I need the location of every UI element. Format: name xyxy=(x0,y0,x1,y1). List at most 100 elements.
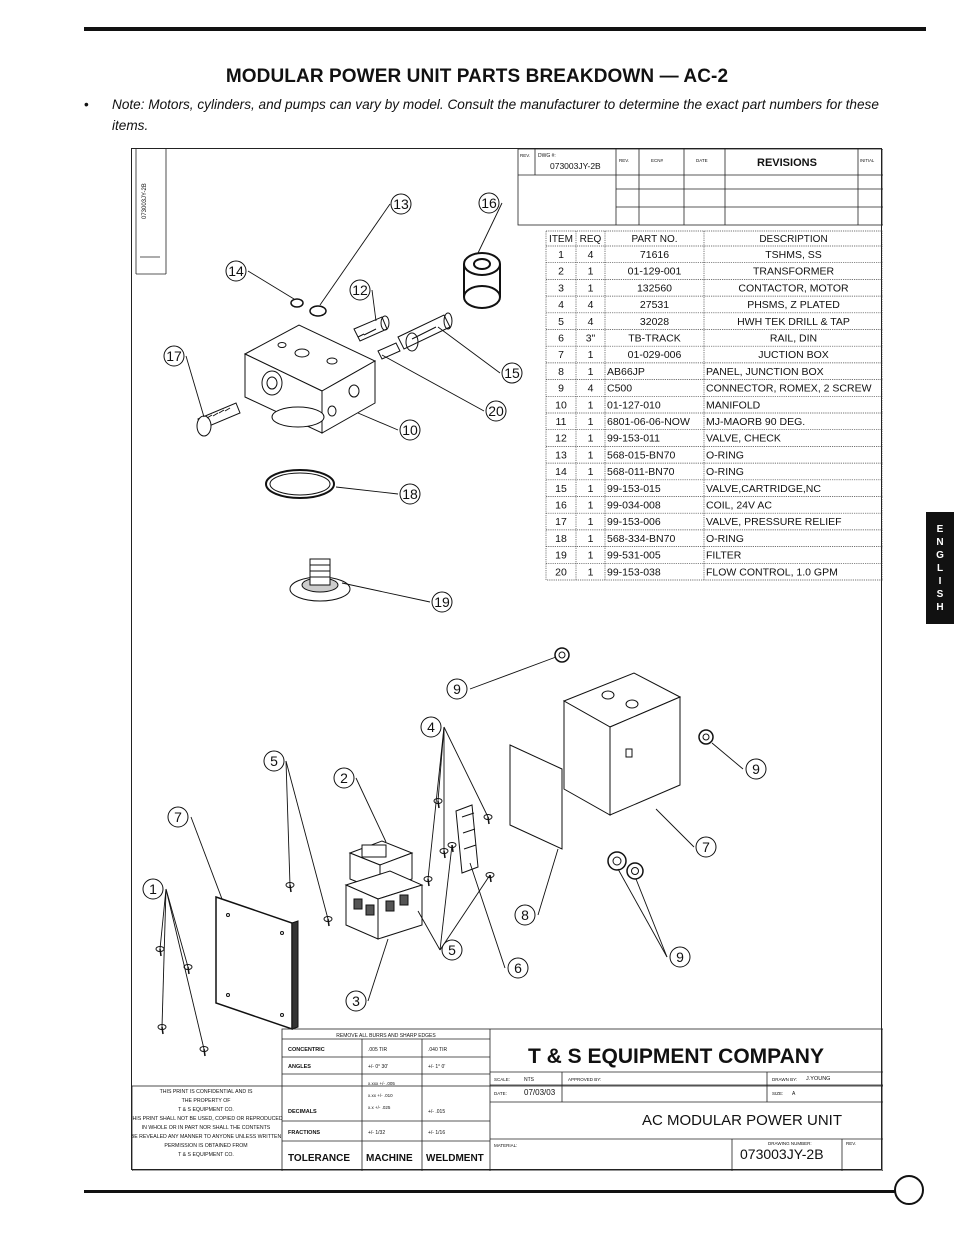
parts-table-cell: 99-153-015 xyxy=(607,483,661,495)
parts-table-cell: 1 xyxy=(588,449,594,461)
confidential-line: T & S EQUIPMENT CO. xyxy=(178,1152,234,1158)
page-title: MODULAR POWER UNIT PARTS BREAKDOWN — AC-… xyxy=(225,66,729,87)
callout-4: 4 xyxy=(420,716,489,880)
callout-number: 20 xyxy=(488,403,504,419)
parts-table-cell: 7 xyxy=(558,349,564,361)
callout-circle xyxy=(745,758,767,780)
callout-2: 2 xyxy=(333,767,387,843)
callout-number: 8 xyxy=(521,907,529,923)
callout-3: 3 xyxy=(345,938,389,1012)
col-revisions: REVISIONS xyxy=(757,157,817,169)
leader-line xyxy=(439,844,453,951)
machine-label: MACHINE xyxy=(366,1153,413,1164)
parts-table-cell: JUCTION BOX xyxy=(758,349,829,361)
leader-line xyxy=(165,888,189,968)
callout-18: 18 xyxy=(335,483,421,505)
drawing-sheet: 073003JY-2B REV. DWG #: 073003JY-2B REV.… xyxy=(131,148,883,1171)
parts-table-cell: 1 xyxy=(588,466,594,478)
parts-table-cell: 4 xyxy=(558,299,564,311)
callout-number: 5 xyxy=(270,753,278,769)
parts-table-cell: MJ-MAORB 90 DEG. xyxy=(706,416,805,428)
callout-circle xyxy=(501,362,523,384)
drawn-label: DRAWN BY: xyxy=(772,1077,797,1082)
decimals-label: DECIMALS xyxy=(288,1109,317,1115)
callout-9: 9 xyxy=(446,656,557,700)
language-tab-letter: H xyxy=(936,601,944,613)
screws xyxy=(155,798,495,1057)
angles-machine: +/- 0° 30' xyxy=(368,1064,388,1070)
callout-circle xyxy=(333,767,355,789)
manifold-assembly-drawing xyxy=(196,252,501,602)
parts-table-header: ITEM xyxy=(549,234,573,245)
parts-table-cell: VALVE, PRESSURE RELIEF xyxy=(706,516,842,528)
parts-table-cell: 1 xyxy=(588,483,594,495)
parts-table-cell: 3 xyxy=(558,282,564,294)
parts-table-cell: 2 xyxy=(558,266,564,278)
parts-table-cell: 9 xyxy=(558,383,564,395)
callout-number: 7 xyxy=(174,809,182,825)
confidential-line: THIS PRINT SHALL NOT BE USED, COPIED OR … xyxy=(132,1116,283,1122)
language-tab-letter: I xyxy=(938,575,942,587)
callout-circle xyxy=(263,750,285,772)
leader-line xyxy=(357,412,399,431)
parts-table-cell: 1 xyxy=(588,516,594,528)
parts-table-cell: VALVE,CARTRIDGE,NC xyxy=(706,483,821,495)
callout-circle xyxy=(399,419,421,441)
callout-9: 9 xyxy=(617,868,691,968)
parts-table-cell: RAIL, DIN xyxy=(770,333,817,345)
parts-table-cell: CONTACTOR, MOTOR xyxy=(738,282,849,294)
parts-table-cell: 99-153-011 xyxy=(607,433,660,445)
parts-table-cell: 4 xyxy=(588,299,594,311)
parts-table-cell: O-RING xyxy=(706,466,744,478)
confidential-line: BE REVEALED ANY MANNER TO ANYONE UNLESS … xyxy=(132,1134,281,1140)
screw-icon xyxy=(485,872,495,883)
callout-number: 4 xyxy=(427,719,435,735)
leader-line xyxy=(367,938,389,1002)
leader-line xyxy=(477,202,503,254)
parts-table-grid xyxy=(545,230,883,581)
bottom-rule xyxy=(84,1190,896,1193)
parts-table-cell: 01-029-006 xyxy=(628,349,682,361)
confidential-line: T & S EQUIPMENT CO. xyxy=(178,1107,234,1113)
callout-circle xyxy=(441,939,463,961)
title-block-text: REMOVE ALL BURRS AND SHARP EDGES CONCENT… xyxy=(132,1033,856,1164)
parts-table-cell: COIL, 24V AC xyxy=(706,500,772,512)
parts-table-cell: 10 xyxy=(555,399,567,411)
callout-circle xyxy=(507,957,529,979)
callout-number: 3 xyxy=(352,993,360,1009)
confidential-line: PERMISSION IS OBTAINED FROM xyxy=(164,1143,247,1149)
concentric-weld: .040 TIR xyxy=(428,1047,447,1053)
dec-weld: +/- .015 xyxy=(428,1109,445,1115)
leader-line xyxy=(417,910,441,951)
parts-table-cell: 6 xyxy=(558,333,564,345)
parts-table-cell: 17 xyxy=(555,516,567,528)
company-name: T & S EQUIPMENT COMPANY xyxy=(528,1045,824,1068)
callout-6: 6 xyxy=(469,862,529,979)
callout-number: 1 xyxy=(149,881,157,897)
callout-5: 5 xyxy=(263,750,329,920)
title-block xyxy=(132,1028,883,1171)
callout-circle xyxy=(167,806,189,828)
dec-xxxx: x.xxx +/- .005 xyxy=(368,1081,395,1086)
callout-number: 16 xyxy=(481,195,497,211)
parts-table-cell: O-RING xyxy=(706,533,744,545)
parts-table-cell: 1 xyxy=(588,533,594,545)
leader-line xyxy=(159,888,167,950)
scale-value: NTS xyxy=(524,1077,535,1083)
leader-line xyxy=(341,582,431,603)
date-value: 07/03/03 xyxy=(524,1088,556,1097)
drawing-number: 073003JY-2B xyxy=(740,1146,824,1162)
parts-table-cell: 01-127-010 xyxy=(607,399,661,411)
parts-table-cell: O-RING xyxy=(706,449,744,461)
leader-line xyxy=(439,874,491,951)
top-rule xyxy=(84,27,926,31)
leader-line xyxy=(335,486,399,495)
language-tab-letter: S xyxy=(936,588,944,600)
callout-circle xyxy=(390,193,412,215)
callout-16: 16 xyxy=(477,192,503,254)
leader-line xyxy=(285,760,329,920)
callout-circle xyxy=(695,836,717,858)
